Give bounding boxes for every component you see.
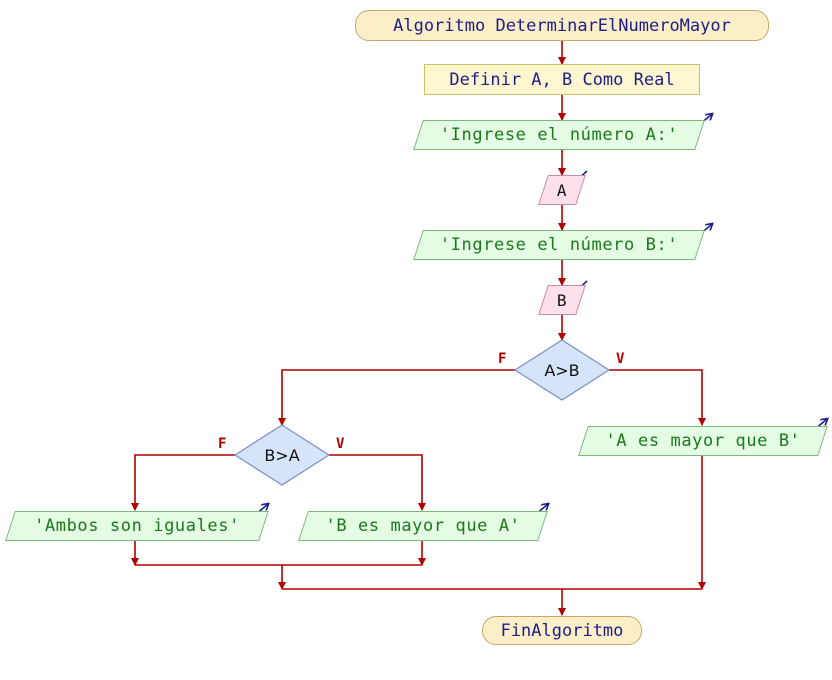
decision-b-gt-a-true-label: V (336, 436, 345, 452)
decision-b-gt-a-label: B>A (264, 445, 300, 465)
define-process-label: Definir A, B Como Real (449, 69, 675, 90)
edge-cond2-false (131, 454, 235, 511)
start-terminal[interactable]: Algoritmo DeterminarElNumeroMayor (355, 10, 769, 41)
edge-cond1-true (609, 369, 706, 426)
end-terminal-label: FinAlgoritmo (500, 620, 624, 641)
output-a-mayor[interactable]: 'A es mayor que B' (578, 426, 828, 456)
decision-b-gt-a-shape (233, 424, 331, 486)
end-terminal[interactable]: FinAlgoritmo (482, 616, 642, 645)
input-read-a-label: A (556, 180, 568, 200)
decision-b-gt-a[interactable]: B>A (235, 443, 329, 467)
input-read-b[interactable]: B (538, 285, 586, 315)
output-prompt-b[interactable]: 'Ingrese el número B:' (413, 230, 705, 260)
decision-a-gt-b-shape (513, 339, 611, 401)
output-iguales[interactable]: 'Ambos son iguales' (5, 511, 269, 541)
decision-a-gt-b-true-label: V (616, 351, 625, 367)
input-read-b-label: B (556, 290, 568, 310)
decision-a-gt-b[interactable]: A>B (515, 358, 609, 382)
output-b-mayor-label: 'B es mayor que A' (325, 516, 521, 536)
output-prompt-a-label: 'Ingrese el número A:' (439, 125, 679, 145)
decision-b-gt-a-false-label: F (218, 436, 227, 452)
edges (131, 40, 706, 616)
output-a-mayor-label: 'A es mayor que B' (605, 431, 801, 451)
edge-cond1-false (278, 369, 515, 426)
decision-a-gt-b-label: A>B (544, 360, 580, 380)
output-b-mayor[interactable]: 'B es mayor que A' (298, 511, 548, 541)
output-iguales-label: 'Ambos son iguales' (34, 516, 240, 536)
start-terminal-label: Algoritmo DeterminarElNumeroMayor (393, 15, 731, 36)
decision-a-gt-b-false-label: F (498, 351, 507, 367)
output-prompt-b-label: 'Ingrese el número B:' (439, 235, 679, 255)
output-prompt-a[interactable]: 'Ingrese el número A:' (413, 120, 705, 150)
edge-cond2-true (329, 454, 426, 511)
input-read-a[interactable]: A (538, 175, 586, 205)
define-process[interactable]: Definir A, B Como Real (424, 64, 700, 95)
